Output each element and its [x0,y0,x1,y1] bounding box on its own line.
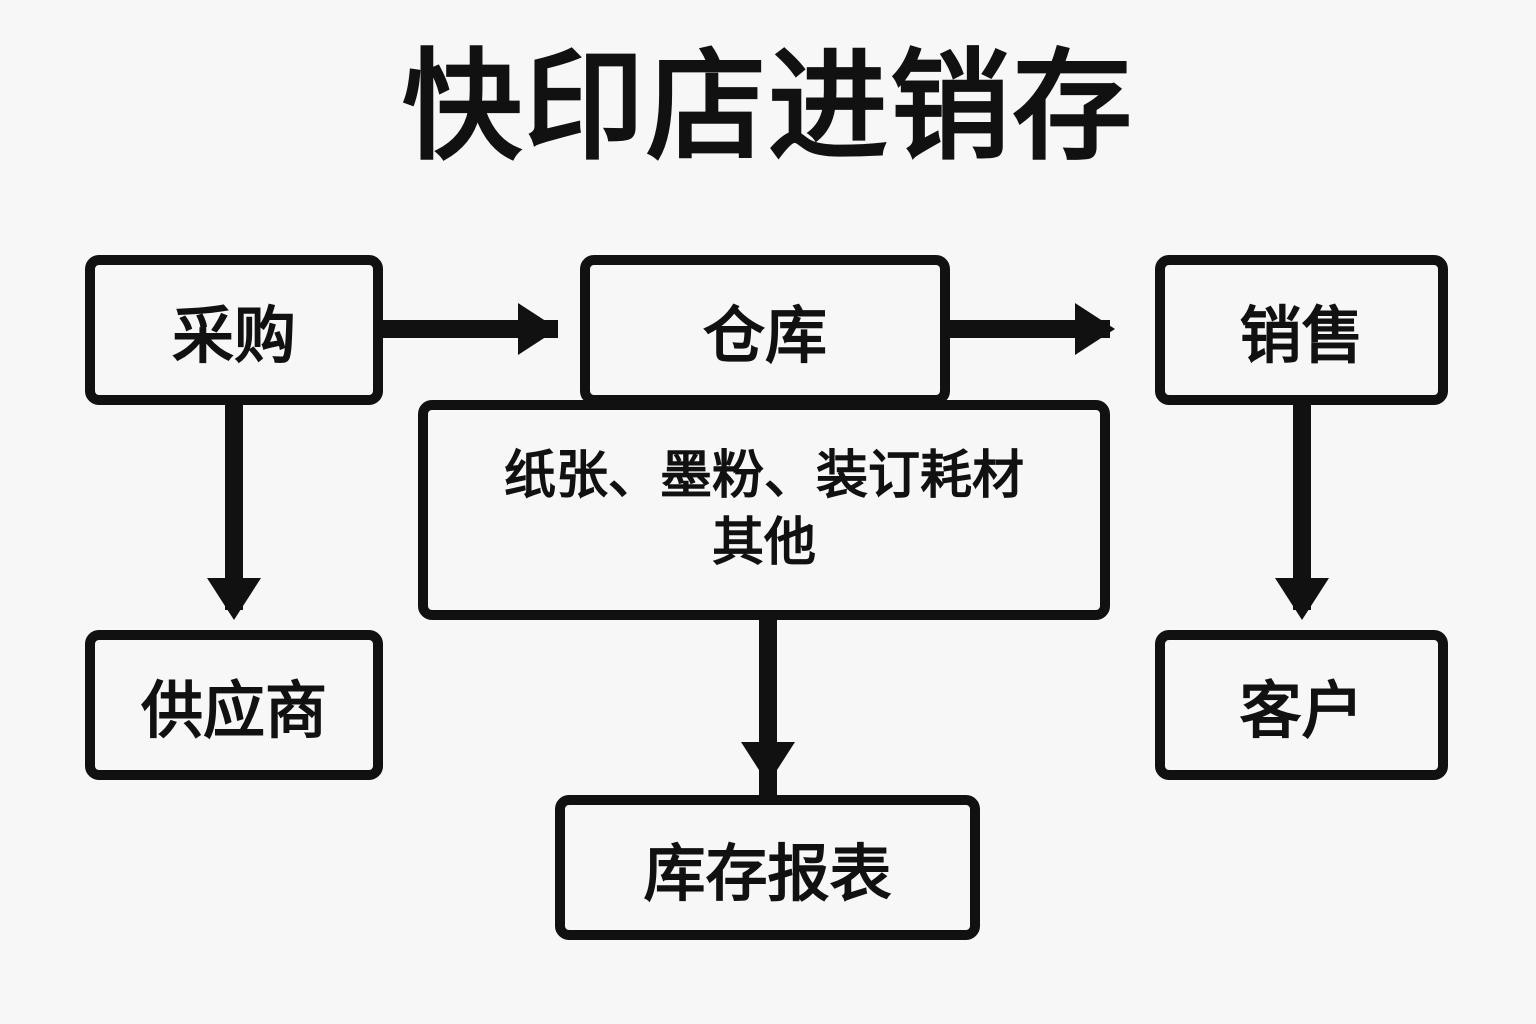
node-sales[interactable]: 销售 [1155,255,1448,405]
node-sales-label: 销售 [1239,302,1364,371]
node-customer[interactable]: 客户 [1155,630,1448,780]
node-supplier[interactable]: 供应商 [85,630,383,780]
connector-procurement-to-supplier [225,400,243,610]
arrowhead-right-icon [518,303,558,355]
node-inventory-report-label: 库存报表 [643,839,892,909]
node-customer-label: 客户 [1239,677,1364,746]
node-consumables[interactable]: 纸张、墨粉、装订耗材 其他 [418,400,1110,620]
page-title: 快印店进销存 [402,40,1134,174]
node-consumables-label-line2: 其他 [711,514,816,572]
arrowhead-down-icon [1275,578,1329,620]
node-procurement-label: 采购 [171,302,296,371]
node-warehouse[interactable]: 仓库 [580,255,950,405]
node-supplier-label: 供应商 [140,677,327,746]
arrowhead-down-icon [207,578,261,620]
arrowhead-right-icon [1075,303,1115,355]
connector-warehouse-to-sales [950,320,1110,338]
connector-sales-to-customer [1293,400,1311,610]
node-warehouse-label: 仓库 [702,302,827,371]
arrowhead-down-icon [741,742,795,784]
node-inventory-report[interactable]: 库存报表 [555,795,980,940]
connector-procurement-to-warehouse [383,320,558,338]
node-procurement[interactable]: 采购 [85,255,383,405]
node-consumables-label-line1: 纸张、墨粉、装订耗材 [503,447,1024,506]
